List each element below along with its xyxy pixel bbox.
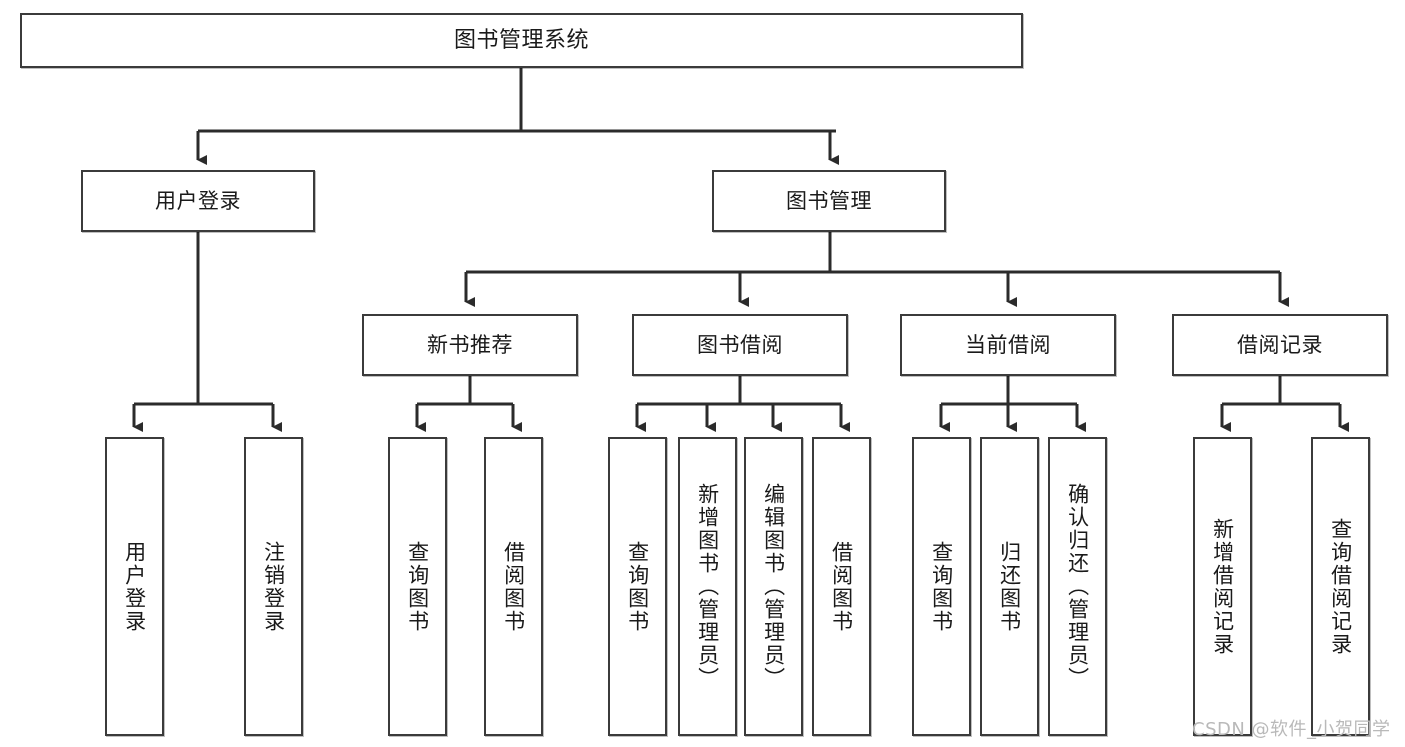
node-label: 用户登录 [122,540,147,633]
leaf-new-book-borrow[interactable]: 借阅图书 [484,437,543,736]
node-label: 注销登录 [261,540,286,633]
leaf-user-login-signin[interactable]: 用户登录 [105,437,164,736]
node-label: 查询图书 [405,540,430,633]
node-label: 查询图书 [929,540,954,633]
node-root-system[interactable]: 图书管理系统 [20,13,1023,68]
leaf-borrow-edit-book-admin[interactable]: 编辑图书（管理员） [744,437,803,736]
node-label: 查询图书 [625,540,650,633]
node-label: 查询借阅记录 [1328,517,1353,656]
node-user-login[interactable]: 用户登录 [81,170,315,232]
leaf-borrow-add-book-admin[interactable]: 新增图书（管理员） [678,437,737,736]
node-label: 归还图书 [997,540,1022,633]
node-new-book-recommend[interactable]: 新书推荐 [362,314,578,376]
node-label: 借阅图书 [501,540,526,633]
node-label: 借阅图书 [829,540,854,633]
node-label: 编辑图书（管理员） [761,483,786,690]
node-label: 图书借阅 [697,332,783,357]
node-borrow-records[interactable]: 借阅记录 [1172,314,1388,376]
node-book-borrow[interactable]: 图书借阅 [632,314,848,376]
leaf-borrow-query-book[interactable]: 查询图书 [608,437,667,736]
node-label: 新增图书（管理员） [695,483,720,690]
leaf-borrow-borrow-book[interactable]: 借阅图书 [812,437,871,736]
node-book-management[interactable]: 图书管理 [712,170,946,232]
node-label: 当前借阅 [965,332,1051,357]
leaf-records-add-record[interactable]: 新增借阅记录 [1193,437,1252,736]
leaf-records-query-record[interactable]: 查询借阅记录 [1311,437,1370,736]
node-label: 确认归还（管理员） [1065,483,1090,690]
node-label: 用户登录 [155,188,241,213]
leaf-current-confirm-return-admin[interactable]: 确认归还（管理员） [1048,437,1107,736]
leaf-current-query-book[interactable]: 查询图书 [912,437,971,736]
node-label: 借阅记录 [1237,332,1323,357]
node-label: 图书管理系统 [453,27,589,53]
leaf-user-login-signout[interactable]: 注销登录 [244,437,303,736]
leaf-current-return-book[interactable]: 归还图书 [980,437,1039,736]
node-label: 新书推荐 [427,332,513,357]
node-label: 新增借阅记录 [1210,517,1235,656]
node-current-borrow[interactable]: 当前借阅 [900,314,1116,376]
leaf-new-book-query[interactable]: 查询图书 [388,437,447,736]
node-label: 图书管理 [786,188,872,213]
csdn-watermark: CSDN @软件_小贺同学 [1192,719,1391,740]
